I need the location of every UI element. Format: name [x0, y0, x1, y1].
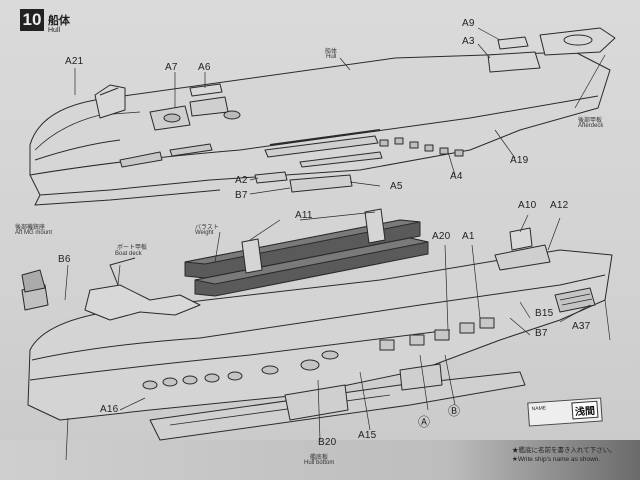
boat-deck-label-jp: ボート甲板 [117, 245, 148, 251]
stamp-label: NAME [531, 405, 547, 413]
part-a2: A2 [235, 175, 248, 186]
a37-part [554, 287, 596, 313]
afterdeck-label-jp: 後部甲板 [578, 118, 603, 124]
part-b15: B15 [535, 308, 554, 319]
part-a3: A3 [462, 36, 475, 47]
note-jp: ★艦底に名前を書き入れて下さい。 [512, 447, 616, 454]
weight-label-en: Weight [195, 230, 214, 236]
afterdeck-label-en: Afterdeck [578, 123, 604, 129]
boat-deck-part [84, 284, 201, 321]
a21-structure [94, 84, 126, 119]
part-a11: A11 [295, 210, 313, 221]
marker-b: Ⓑ [448, 404, 461, 418]
note-en: ★Write ship's name as shown. [512, 456, 601, 463]
part-a15: A15 [358, 430, 377, 441]
part-a20: A20 [432, 231, 451, 242]
a5-part [289, 174, 353, 193]
part-a4: A4 [450, 171, 463, 182]
part-a9: A9 [462, 18, 475, 29]
upper-hull-outline [29, 51, 611, 196]
part-b6: B6 [58, 254, 71, 265]
hull-bottom-label-en: Hull bottom [304, 460, 335, 466]
part-a7: A7 [165, 62, 178, 73]
part-b20: B20 [318, 437, 337, 448]
a10-part [509, 227, 533, 251]
hull-bottom-label-jp: 艦底板 [310, 455, 329, 461]
part-a6: A6 [198, 62, 211, 73]
stamp-ship-name: 浅間 [571, 400, 599, 420]
part-a37: A37 [572, 321, 591, 332]
mg-mount-label-jp: 後部機銃座 [15, 225, 46, 231]
part-a21: A21 [65, 56, 84, 67]
part-a5: A5 [390, 181, 403, 192]
marker-a: Ⓐ [418, 415, 431, 429]
part-a1: A1 [462, 231, 475, 242]
part-a12: A12 [550, 200, 569, 211]
a9-part [497, 36, 529, 50]
part-a16: A16 [100, 404, 119, 415]
a3-part [487, 51, 541, 73]
hull-label-jp: 船体 [325, 49, 338, 55]
part-b7-bottom: B7 [535, 328, 548, 339]
afterdeck-part [539, 27, 616, 56]
a2-part [254, 171, 288, 184]
mg-mount-label-en: Aft MG mount [15, 230, 53, 236]
part-a10: A10 [518, 200, 537, 211]
ballast-weights [184, 219, 429, 297]
ship-name-stamp: NAME 浅間 [527, 397, 603, 427]
hull-label-en: Hull [326, 54, 337, 60]
weight-label-jp: バラスト [195, 225, 219, 231]
step-title-jp: 船体 [48, 15, 70, 27]
a6-part [189, 83, 223, 97]
page-edge-shadow [0, 440, 640, 480]
step-number: 10 [20, 9, 44, 31]
part-b7-top: B7 [235, 190, 248, 201]
part-a19: A19 [510, 155, 529, 166]
step-title-en: Hull [48, 27, 61, 34]
boat-deck-label-en: Boat deck [115, 251, 142, 257]
